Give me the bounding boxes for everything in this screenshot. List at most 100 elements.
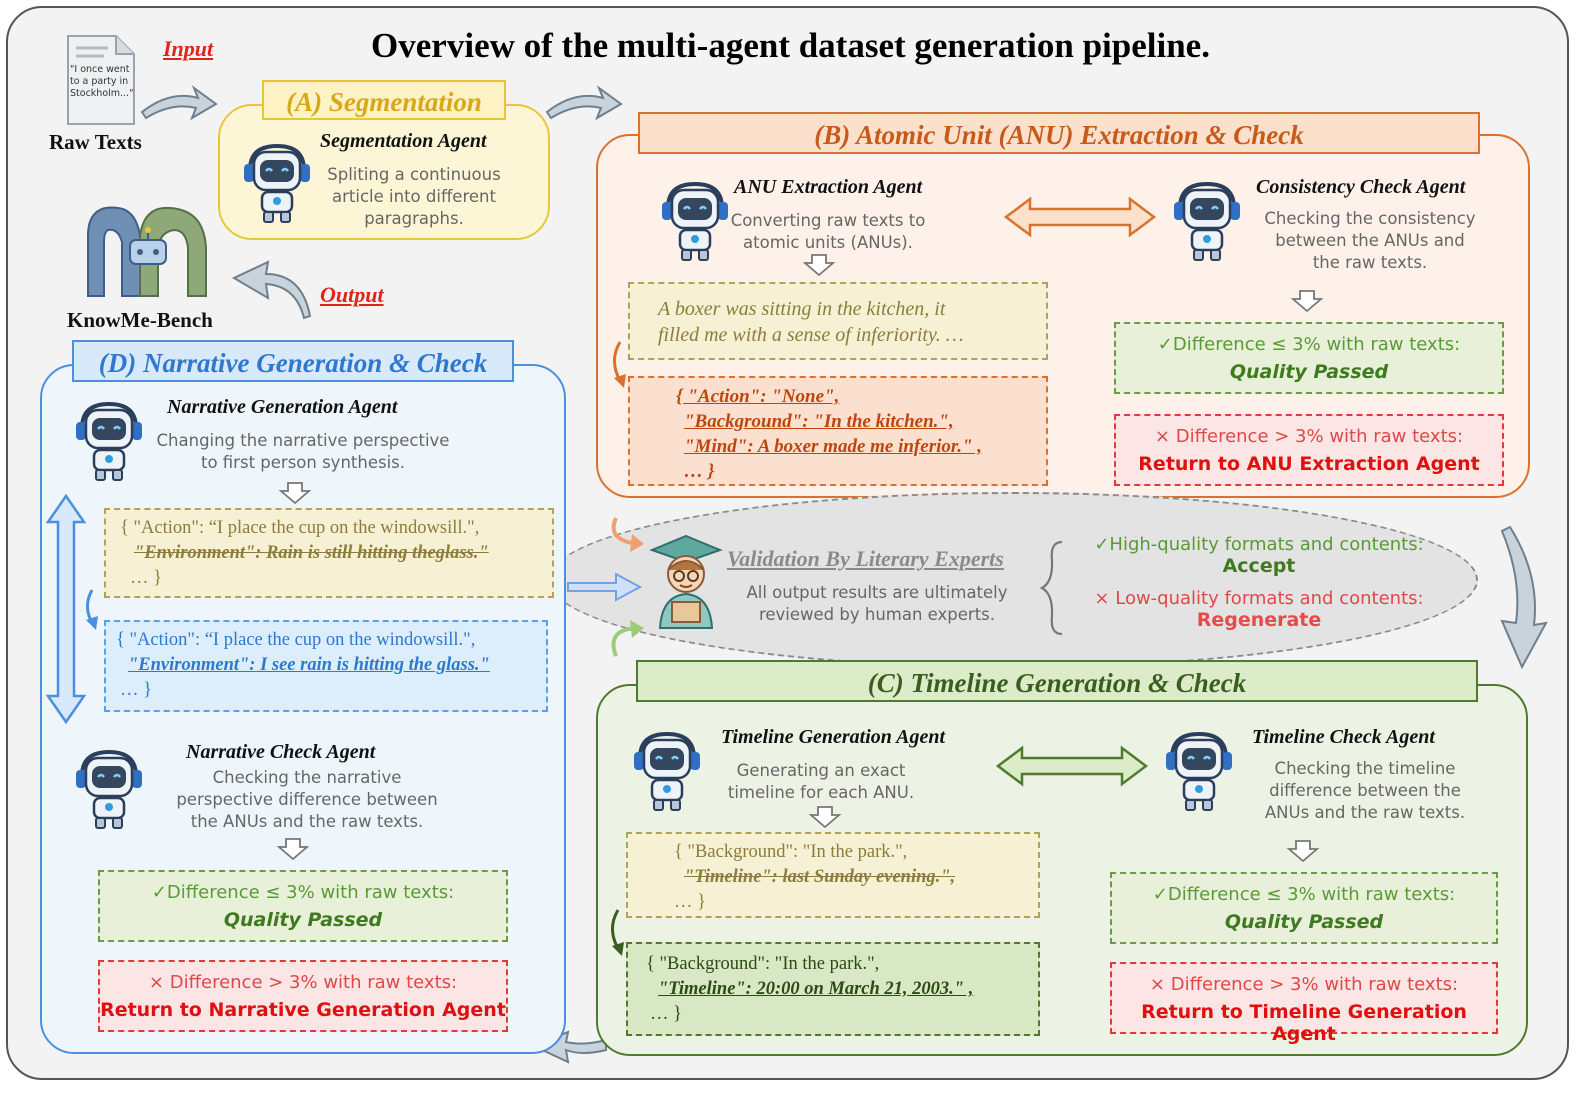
desc-line: between the ANUs and: [1275, 231, 1465, 250]
raw-text-line: to a party in: [70, 76, 129, 87]
desc-line: Generating an exact: [736, 761, 906, 780]
right-arrow-icon: [567, 572, 643, 602]
desc-line: Checking the narrative: [212, 768, 402, 787]
pass-condition: ✓Difference ≤ 3% with raw texts:: [151, 882, 455, 903]
narrative-fail-box: × Difference > 3% with raw texts: Return…: [98, 960, 508, 1032]
desc-line: All output results are ultimately: [746, 583, 1008, 602]
timeline-before-line: … }: [674, 892, 707, 912]
down-arrow-icon: [1286, 840, 1320, 863]
narrative-generation-agent-desc: Changing the narrative perspective to fi…: [148, 430, 458, 474]
timeline-header: (C) Timeline Generation & Check: [636, 660, 1478, 702]
timeline-after: { "Background": "In the park.", "Timelin…: [626, 942, 1040, 1036]
timeline-after-line: { "Background": "In the park.",: [646, 954, 880, 974]
down-arrow-icon: [802, 254, 836, 277]
curved-arrow-icon: [611, 620, 644, 657]
segmentation-agent-name: Segmentation Agent: [320, 130, 487, 152]
accept-condition: ✓High-quality formats and contents:: [1094, 534, 1424, 555]
anu-pass-box: ✓Difference ≤ 3% with raw texts: Quality…: [1114, 322, 1504, 394]
output-label: Output: [320, 282, 384, 307]
timeline-generation-agent-name: Timeline Generation Agent: [721, 726, 946, 748]
raw-example-line: filled me with a sense of inferiority. …: [658, 324, 964, 346]
segmentation-agent-desc: Spliting a continuous article into diffe…: [316, 164, 512, 230]
desc-line: paragraphs.: [364, 209, 464, 228]
robot-agent-icon: [632, 728, 702, 812]
input-label: Input: [163, 36, 214, 61]
timeline-after-line: … }: [650, 1004, 683, 1024]
pass-result: Quality Passed: [1229, 361, 1389, 383]
robot-agent-icon: [1172, 178, 1242, 262]
raw-text-line: "I once went: [70, 64, 130, 75]
narrative-before-line: "Environment": Rain is still hitting the…: [134, 543, 489, 563]
down-arrow-icon: [1290, 290, 1324, 313]
curved-arrow-icon: [86, 589, 98, 630]
desc-line: Spliting a continuous: [327, 165, 501, 184]
fail-condition: × Difference > 3% with raw texts:: [148, 972, 458, 993]
regenerate-result: Regenerate: [1196, 609, 1322, 631]
narrative-before-line: { "Action": “I place the cup on the wind…: [120, 518, 480, 538]
curved-arrow-icon: [611, 517, 644, 552]
fail-result: Return to Narrative Generation Agent: [100, 999, 506, 1021]
timeline-after-line: "Timeline": 20:00 on March 21, 2003." ,: [658, 979, 974, 999]
desc-line: Checking the consistency: [1264, 209, 1476, 228]
anu-header: (B) Atomic Unit (ANU) Extraction & Check: [638, 112, 1480, 154]
down-arrow-icon: [278, 482, 312, 505]
pass-condition: ✓Difference ≤ 3% with raw texts:: [1152, 884, 1456, 905]
page-title: Overview of the multi-agent dataset gene…: [371, 26, 1210, 65]
desc-line: the raw texts.: [1312, 253, 1428, 272]
raw-example-line: A boxer was sitting in the kitchen, it: [658, 298, 946, 320]
desc-line: article into different: [332, 187, 496, 206]
anu-fail-box: × Difference > 3% with raw texts: Return…: [1114, 414, 1504, 486]
robot-agent-icon: [242, 140, 312, 224]
anu-to-timeline-arrow: [1500, 525, 1548, 670]
timeline-pass-box: ✓Difference ≤ 3% with raw texts: Quality…: [1110, 872, 1498, 944]
narrative-header: (D) Narrative Generation & Check: [72, 340, 514, 382]
vertical-bidirectional-arrow-icon: [45, 493, 87, 725]
desc-line: Converting raw texts to: [730, 211, 926, 230]
timeline-before-line: { "Background": "In the park.",: [674, 842, 908, 862]
literary-expert-icon: [649, 534, 723, 630]
validation-accept: ✓High-quality formats and contents: Acce…: [1074, 534, 1444, 577]
narrative-generation-agent-name: Narrative Generation Agent: [167, 396, 398, 418]
timeline-generation-agent-desc: Generating an exact timeline for each AN…: [716, 760, 926, 804]
timeline-check-agent-desc: Checking the timeline difference between…: [1254, 758, 1476, 824]
narrative-pass-box: ✓Difference ≤ 3% with raw texts: Quality…: [98, 870, 508, 942]
timeline-check-agent-name: Timeline Check Agent: [1252, 726, 1435, 748]
desc-line: perspective difference between: [176, 790, 438, 809]
segmentation-header: (A) Segmentation: [262, 80, 506, 120]
robot-agent-icon: [660, 178, 730, 262]
curved-arrow-icon: [611, 909, 624, 956]
curved-arrow-icon: [613, 341, 626, 388]
robot-agent-icon: [1164, 728, 1234, 812]
pass-result: Quality Passed: [223, 909, 383, 931]
narrative-after-line: "Environment": I see rain is hitting the…: [128, 655, 490, 675]
robot-agent-icon: [74, 746, 144, 830]
narrative-check-agent-desc: Checking the narrative perspective diffe…: [152, 767, 462, 833]
down-arrow-icon: [276, 838, 310, 861]
desc-line: reviewed by human experts.: [758, 605, 996, 624]
desc-line: difference between the: [1269, 781, 1461, 800]
anu-raw-example: A boxer was sitting in the kitchen, it f…: [628, 282, 1048, 360]
anu-extraction-agent-desc: Converting raw texts to atomic units (AN…: [718, 210, 938, 254]
bidirectional-arrow-icon: [1003, 196, 1157, 238]
fail-condition: × Difference > 3% with raw texts:: [1154, 426, 1464, 447]
fail-condition: × Difference > 3% with raw texts:: [1149, 974, 1459, 995]
consistency-check-agent-desc: Checking the consistency between the ANU…: [1258, 208, 1482, 274]
validation-desc: All output results are ultimately review…: [722, 582, 1032, 626]
robot-agent-icon: [74, 398, 144, 482]
fail-result: Return to Timeline Generation Agent: [1141, 1001, 1467, 1045]
validation-regenerate: × Low-quality formats and contents: Rege…: [1074, 588, 1444, 631]
desc-line: Checking the timeline: [1274, 759, 1456, 778]
pass-result: Quality Passed: [1224, 911, 1384, 933]
desc-line: Changing the narrative perspective: [156, 431, 450, 450]
timeline-before-line: "Timeline": last Sunday evening.",: [684, 867, 956, 887]
timeline-fail-box: × Difference > 3% with raw texts: Return…: [1110, 962, 1498, 1045]
validation-title: Validation By Literary Experts: [727, 546, 1004, 571]
anu-json-line: … }: [684, 461, 715, 482]
desc-line: atomic units (ANUs).: [743, 233, 913, 252]
raw-texts-label: Raw Texts: [49, 130, 142, 154]
anu-json-line: "Background": "In the kitchen.",: [684, 411, 954, 432]
narrative-before-line: … }: [130, 568, 163, 588]
narrative-after-line: { "Action": “I place the cup on the wind…: [116, 630, 476, 650]
pass-condition: ✓Difference ≤ 3% with raw texts:: [1157, 334, 1461, 355]
desc-line: to first person synthesis.: [200, 453, 406, 472]
